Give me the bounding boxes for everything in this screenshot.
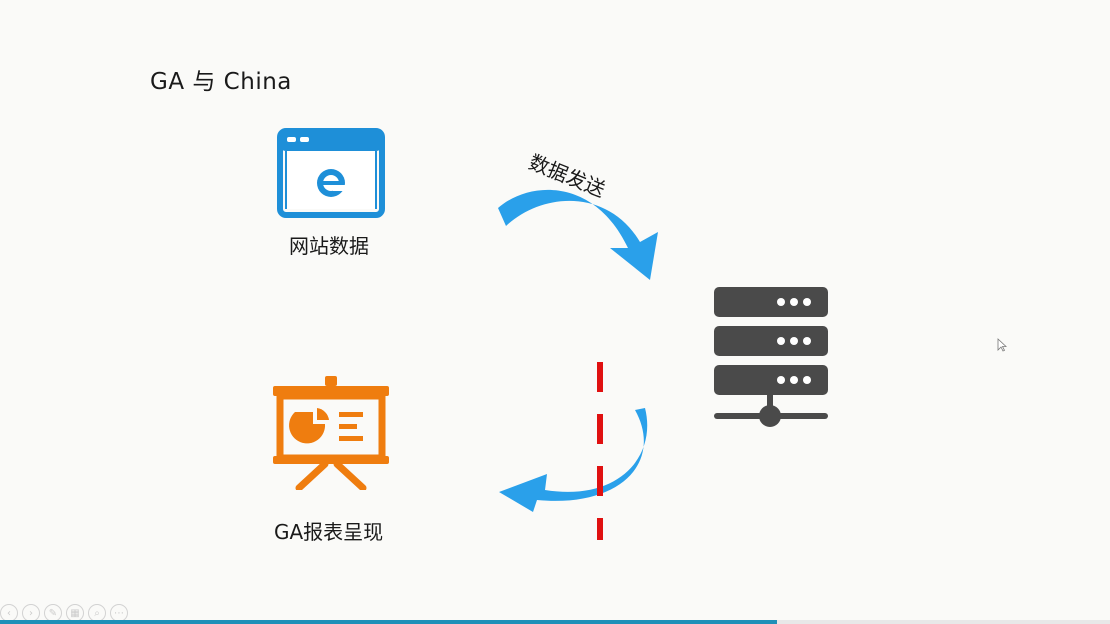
server-rack-icon [714, 287, 828, 427]
slide-title: GA 与 China [150, 69, 292, 95]
playback-progress-bar[interactable] [0, 620, 1110, 624]
ga-report-label: GA报表呈现 [274, 520, 384, 544]
return-arrow-icon [499, 408, 648, 512]
dashed-divider-line [597, 362, 603, 540]
cursor-icon [997, 338, 1007, 352]
progress-fill [0, 620, 777, 624]
send-arrow-icon [498, 189, 658, 280]
browser-icon [277, 128, 385, 218]
website-data-label: 网站数据 [289, 234, 369, 258]
presentation-board-icon [273, 376, 389, 490]
